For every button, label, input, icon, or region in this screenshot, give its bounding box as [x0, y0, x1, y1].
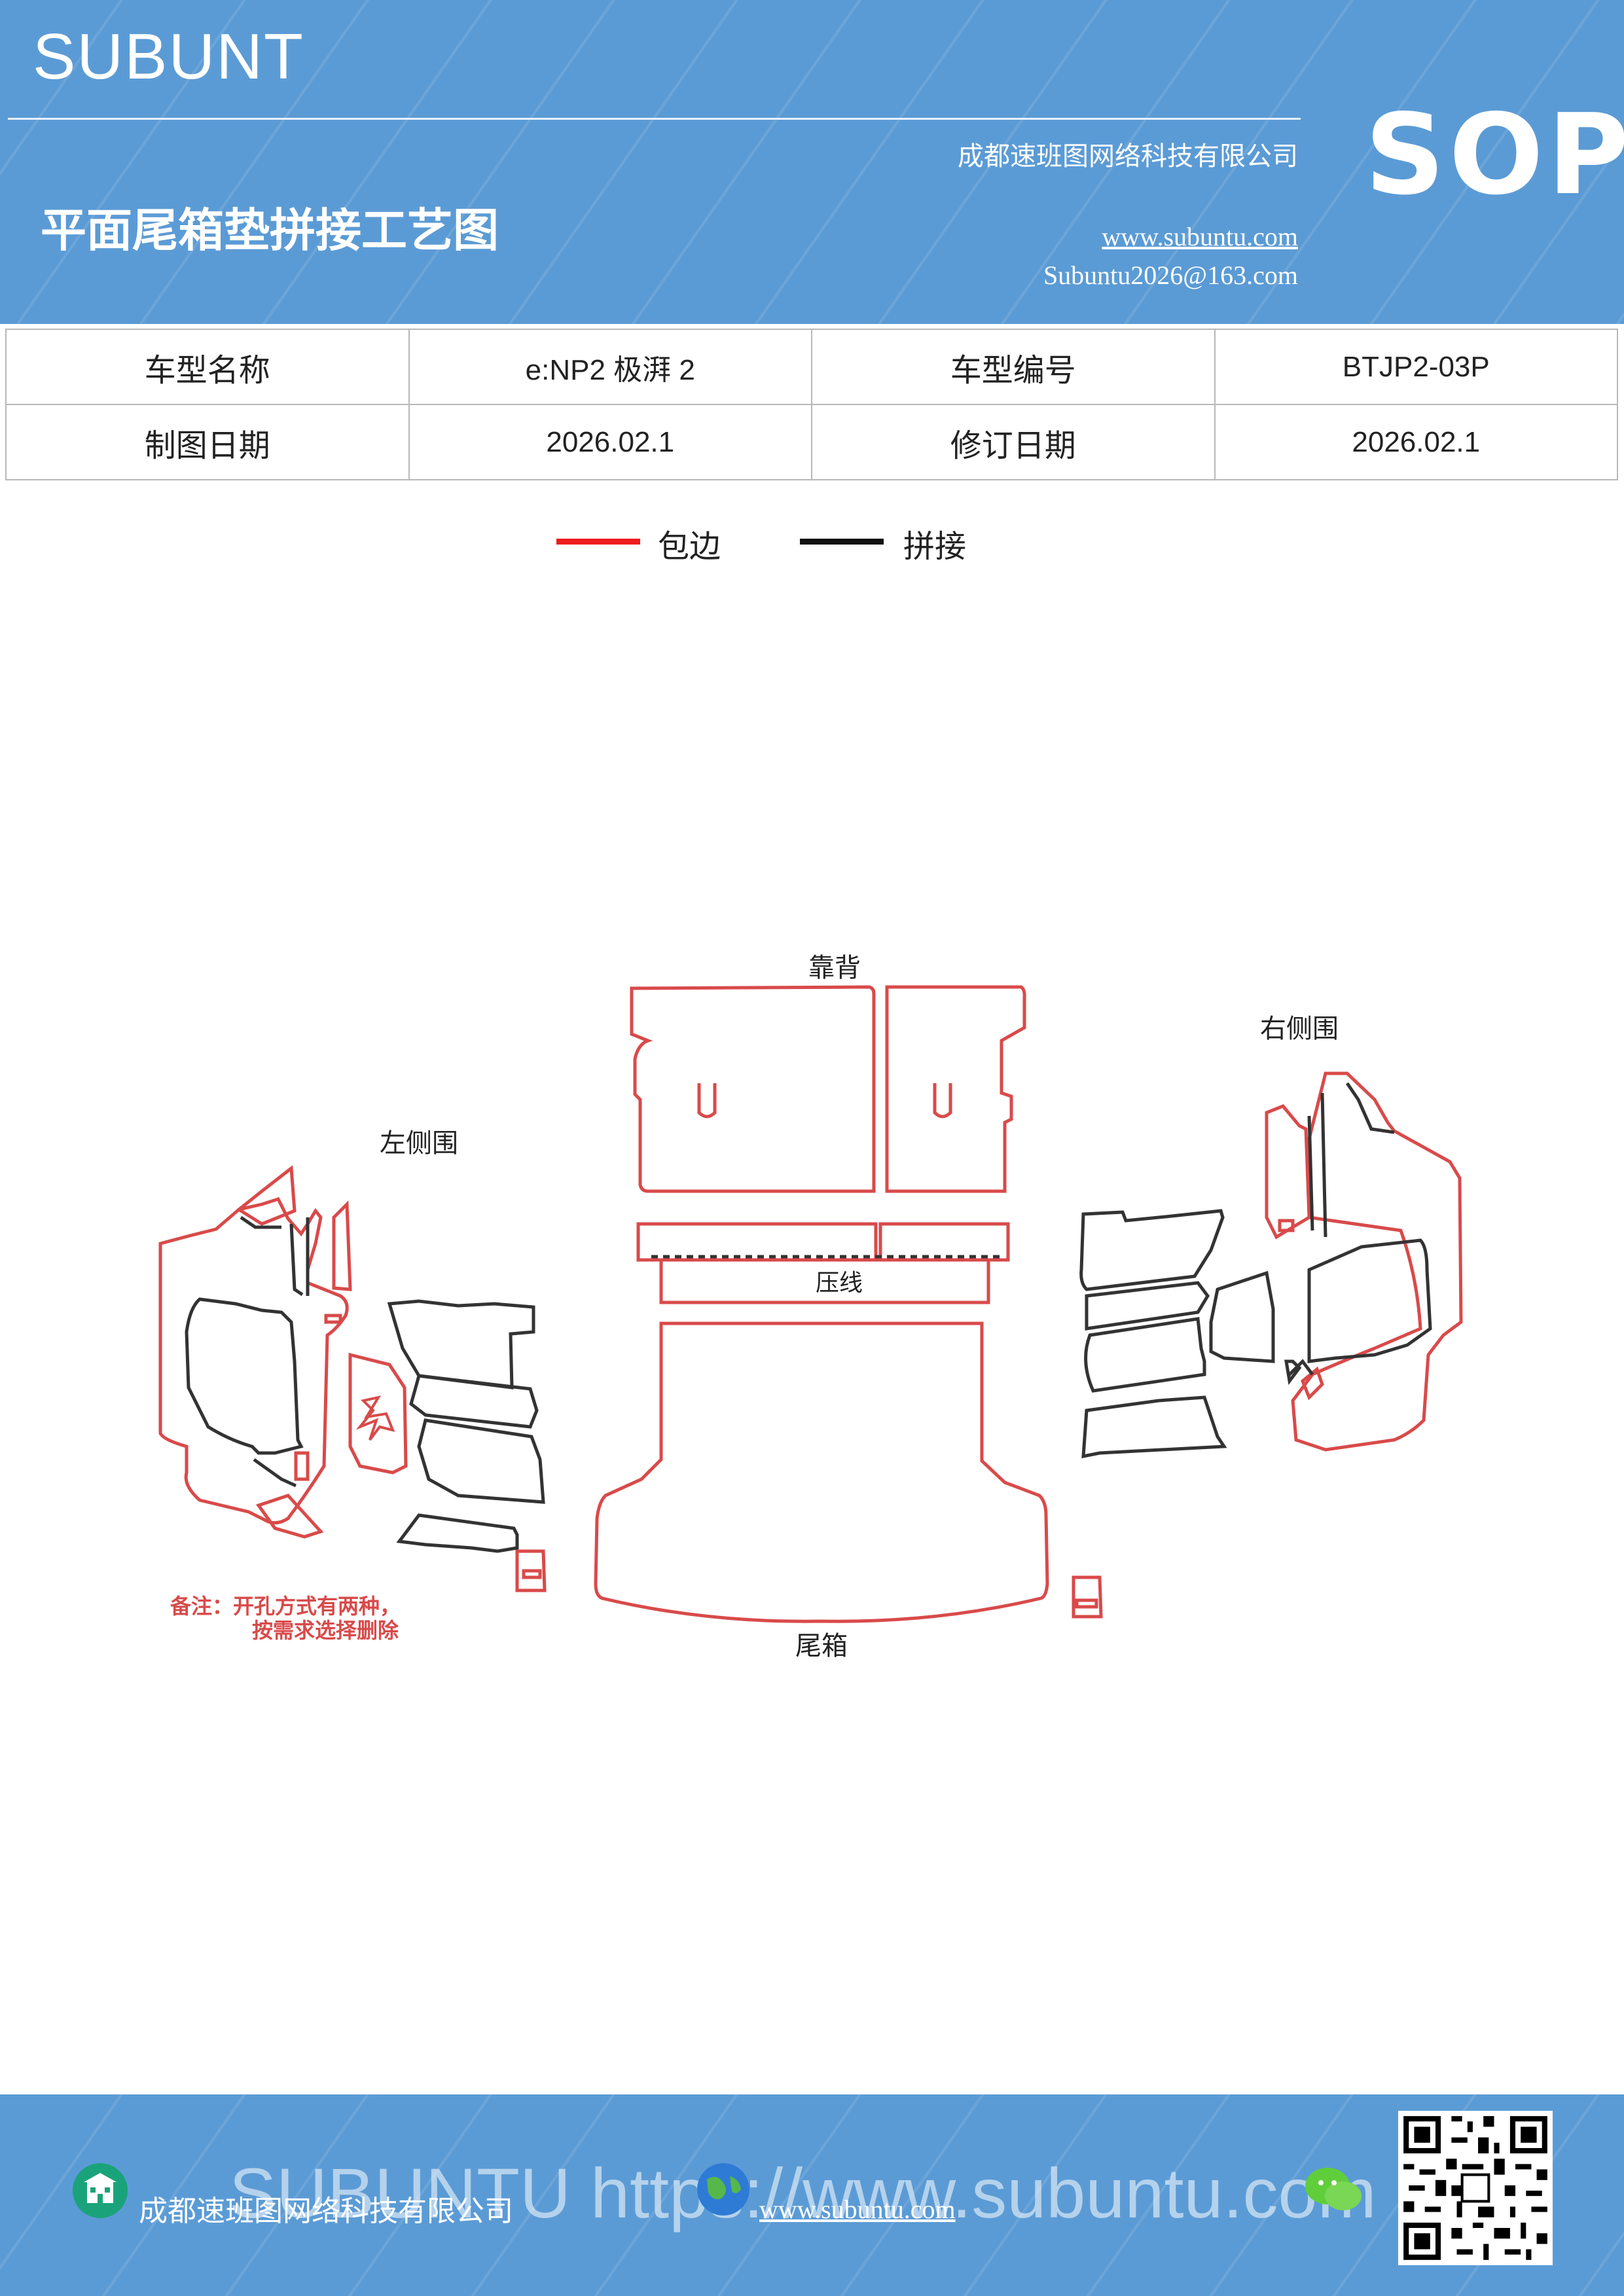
footer-website-link[interactable]: www.subuntu.com	[759, 2195, 956, 2224]
left-seam-top	[240, 1215, 281, 1229]
footer-watermark: SUBUNTU https://www.subuntu.com	[229, 2153, 1377, 2233]
label-backrest: 靠背	[808, 953, 861, 983]
sop-mark: SOP	[1365, 90, 1624, 220]
left-side-lower-flap	[255, 1494, 324, 1539]
table-row: 车型名称 e:NP2 极湃 2 车型编号 BTJP2-03P	[5, 329, 1618, 405]
left-side-top-flap	[236, 1165, 297, 1226]
hole-option-flower-icon	[355, 1395, 395, 1441]
right-mid-piece-4	[1081, 1395, 1227, 1459]
table-cell: 车型编号	[811, 329, 1216, 405]
hole-mark-left	[324, 1314, 342, 1324]
left-bottom-piece	[515, 1549, 547, 1592]
table-cell: 修订日期	[811, 404, 1216, 480]
right-seam-big-panel	[1307, 1238, 1432, 1363]
right-small-piece-2	[1072, 1575, 1103, 1619]
left-mid-piece-4	[396, 1513, 519, 1553]
trunk-floor	[594, 1321, 1049, 1623]
backrest-right-panel	[885, 985, 1026, 1193]
hole-mark-left-lower	[294, 1451, 310, 1481]
right-mid-piece-3	[1084, 1317, 1206, 1393]
email-address: Subuntu2026@163.com	[1043, 260, 1298, 290]
right-seam-top	[1345, 1082, 1395, 1134]
brand-name: SUBUNT	[33, 20, 304, 92]
globe-icon	[697, 2163, 749, 2215]
table-cell: BTJP2-03P	[1214, 329, 1618, 405]
header-banner: SUBUNT 成都速班图网络科技有限公司 平面尾箱垫拼接工艺图 www.subu…	[0, 0, 1624, 324]
right-side-outer	[1291, 1071, 1463, 1452]
table-cell: 2026.02.1	[408, 404, 812, 480]
backrest-hook-left	[697, 1083, 717, 1119]
footer-banner: SUBUNTU https://www.subuntu.com 成都速班图网络科…	[0, 2094, 1624, 2296]
right-mid-top-piece	[1079, 1209, 1225, 1291]
left-side-upper-right	[332, 1200, 352, 1291]
right-mid-piece-2	[1085, 1281, 1210, 1331]
table-cell: 2026.02.1	[1214, 404, 1618, 480]
company-name: 成都速班图网络科技有限公司	[958, 141, 1298, 171]
left-insert-panel	[348, 1352, 408, 1475]
right-seam-vertical-1	[1307, 1115, 1314, 1231]
left-mid-piece-3	[417, 1418, 545, 1504]
left-side-outer	[158, 1196, 349, 1525]
legend-label-seam: 拼接	[903, 528, 967, 565]
label-press-line: 压线	[816, 1270, 863, 1297]
press-strip-left	[636, 1222, 878, 1262]
table-cell: e:NP2 极湃 2	[408, 329, 812, 405]
mat-pattern-diagram: 靠背 左侧围 右侧围 压线 尾箱 备注：开孔方式有两种， 按需求选择删除	[158, 953, 1463, 1661]
left-seam-big-panel	[185, 1297, 304, 1455]
right-side-upper-flap	[1265, 1104, 1311, 1240]
website-link[interactable]: www.subuntu.com	[1102, 222, 1298, 251]
press-strip-right	[878, 1222, 1010, 1262]
left-seam-lower	[253, 1458, 297, 1488]
footer-company-name: 成都速班图网络科技有限公司	[139, 2195, 513, 2228]
legend-swatch-seam	[800, 539, 884, 545]
note-line-1: 备注：开孔方式有两种，	[170, 1594, 401, 1619]
press-strip-lower	[659, 1258, 990, 1304]
table-row: 制图日期 2026.02.1 修订日期 2026.02.1	[5, 404, 1618, 480]
left-seam-vertical-1	[289, 1223, 304, 1297]
left-mid-piece-2	[409, 1374, 539, 1429]
right-seam-lower	[1287, 1359, 1314, 1377]
label-left-side: 左侧围	[380, 1128, 458, 1158]
document-title: 平面尾箱垫拼接工艺图	[41, 204, 499, 257]
backrest-left-panel	[630, 985, 876, 1193]
label-right-side: 右侧围	[1260, 1014, 1339, 1044]
hole-mark-bottom-right	[1075, 1598, 1098, 1609]
right-mid-piece-5	[1209, 1270, 1275, 1363]
legend-swatch-edge	[556, 539, 640, 545]
table-cell: 制图日期	[5, 404, 410, 480]
right-mid-piece-6	[1284, 1359, 1302, 1386]
left-mid-top-piece	[387, 1299, 535, 1390]
building-icon	[73, 2163, 128, 2218]
vehicle-info-table: 车型名称 e:NP2 极湃 2 车型编号 BTJP2-03P 制图日期 2026…	[5, 329, 1618, 480]
hole-mark-right	[1278, 1219, 1295, 1232]
legend: 包边 拼接	[0, 520, 1624, 579]
right-seam-vertical-2	[1320, 1092, 1327, 1238]
note-line-2: 按需求选择删除	[252, 1618, 399, 1643]
wechat-icon	[1305, 2168, 1362, 2210]
hole-mark-bottom-left	[522, 1569, 542, 1579]
header-divider	[8, 118, 1301, 120]
label-trunk: 尾箱	[795, 1631, 848, 1661]
qr-code-icon[interactable]	[1398, 2111, 1553, 2265]
watermark-pattern	[0, 0, 1624, 324]
table-cell: 车型名称	[5, 329, 410, 405]
legend-label-edge: 包边	[658, 528, 721, 565]
backrest-hook-right	[933, 1083, 952, 1119]
